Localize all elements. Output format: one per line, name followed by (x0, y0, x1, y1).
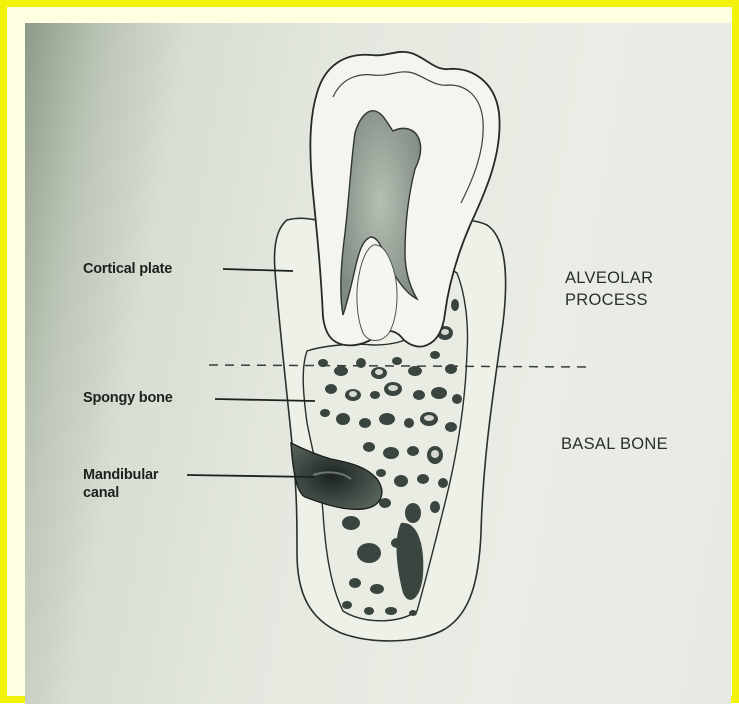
tooth-bone-diagram (25, 23, 731, 704)
alveolar-process-label-line1: ALVEOLAR (565, 267, 653, 289)
mandibular-canal-label: Mandibular canal (83, 466, 203, 502)
cortical-plate-label: Cortical plate (83, 260, 172, 278)
mandibular-canal-label-line2: canal (83, 484, 203, 502)
diagram-photo: Cortical plate Spongy bone Mandibular ca… (25, 23, 731, 704)
alveolar-process-label: ALVEOLAR PROCESS (565, 267, 653, 311)
basal-bone-label: BASAL BONE (561, 433, 668, 455)
spongy-bone-label: Spongy bone (83, 389, 173, 407)
mandibular-canal-label-line1: Mandibular (83, 466, 203, 484)
alveolar-process-label-line2: PROCESS (565, 289, 653, 311)
